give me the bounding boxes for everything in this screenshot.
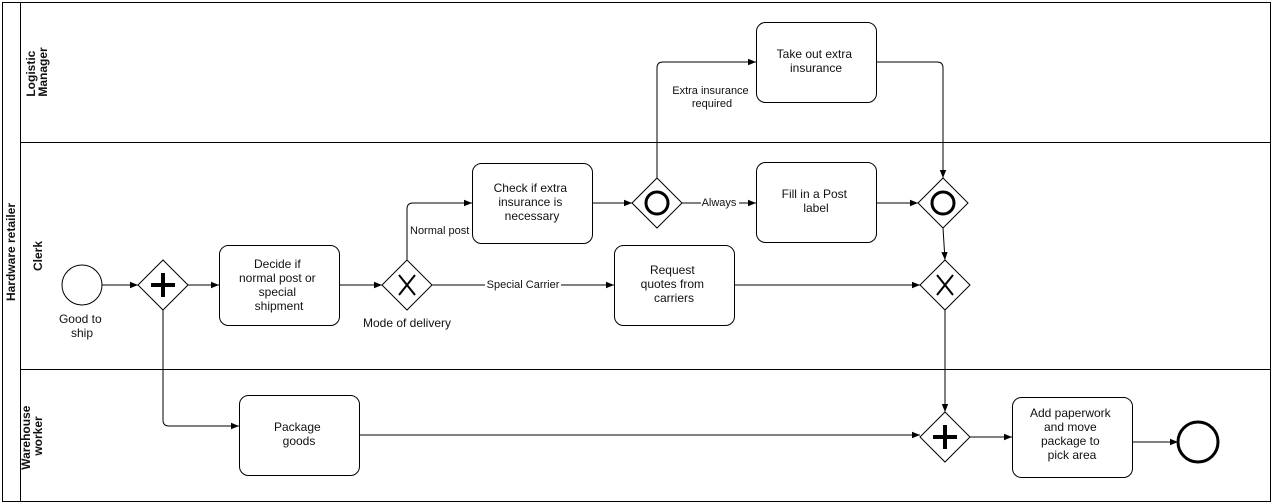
task-label-line: quotes from <box>641 277 704 291</box>
svg-text:Extra insurance required: Extra insurance required <box>672 85 752 110</box>
start-event-label-line: Good to <box>59 312 102 326</box>
task-label-line: Decide if <box>254 257 301 271</box>
circle-icon <box>644 190 670 216</box>
task-label-line: goods <box>283 434 316 448</box>
flow-label-text: Always <box>702 197 737 209</box>
task-label-line: Take out extra <box>777 47 853 61</box>
task-label-line: package to <box>1041 434 1100 448</box>
svg-text:Add paperwork and move: Add paperwork and move package to pick a… <box>1030 406 1114 462</box>
svg-text:Take out extra insurance: Take out extra insurance <box>777 47 856 75</box>
inclusive-gateway-merge[interactable] <box>917 177 969 229</box>
task-label-line: Request <box>650 263 695 277</box>
task-package-goods[interactable]: Package goods <box>239 395 360 476</box>
task-label-line: label <box>803 201 828 215</box>
task-take-out-insurance[interactable]: Take out extra insurance <box>756 22 877 103</box>
task-label-line: special <box>259 285 296 299</box>
svg-text:Clerk: Clerk <box>31 241 45 271</box>
flow-label-special-carrier: Special Carrier <box>485 278 561 291</box>
circle-icon <box>930 190 956 216</box>
svg-text:Package goods: Package goods <box>274 420 324 448</box>
exclusive-gateway-merge[interactable] <box>919 259 971 311</box>
task-label-line: Check if extra <box>494 181 568 195</box>
flow-inclusive-to-takeout <box>656 58 756 178</box>
task-label-line: Fill in a Post <box>782 187 848 201</box>
flow-label-always: Always <box>701 196 739 209</box>
lane-title-line: Warehouse <box>19 405 33 470</box>
flow-label-text: Normal post <box>410 225 469 237</box>
lane-title-line: worker <box>31 416 45 457</box>
pool-title: Hardware retailer <box>4 203 18 301</box>
flow-merge-to-xor <box>941 227 948 261</box>
exclusive-gateway-mode-of-delivery[interactable]: Mode of delivery <box>363 259 451 330</box>
flow-takeout-to-merge <box>876 61 947 178</box>
parallel-gateway-join[interactable] <box>919 411 971 463</box>
lane-title-line: Clerk <box>31 241 45 271</box>
flow-label-extra-insurance: Extra insurance required <box>672 85 752 110</box>
lane-title-line: Logistic <box>24 50 38 96</box>
inclusive-gateway-split[interactable] <box>631 177 683 229</box>
task-label-line: and move <box>1044 420 1097 434</box>
lane-title-line: Manager <box>36 47 50 97</box>
svg-text:Good to ship: Good to ship <box>59 312 105 340</box>
flow-label-normal-post: Normal post <box>410 225 469 237</box>
svg-text:Logistic Manager: Logistic Manager <box>24 47 50 97</box>
task-label-line: insurance is <box>498 195 562 209</box>
lane-logistic-manager: Logistic Manager <box>24 47 50 97</box>
task-request-quotes[interactable]: Request quotes from carriers <box>614 245 735 326</box>
parallel-gateway-fork[interactable] <box>137 259 189 311</box>
svg-text:Request quotes from: Request quotes from carriers <box>641 263 708 305</box>
gateway-label: Mode of delivery <box>363 316 451 330</box>
task-label-line: Add paperwork <box>1030 406 1112 420</box>
task-fill-post-label[interactable]: Fill in a Post label <box>756 162 877 243</box>
svg-text:Decide if normal post or: Decide if normal post or special shipmen… <box>239 257 319 313</box>
lane-warehouse-worker: Warehouse worker <box>19 402 45 470</box>
start-event-label-line: ship <box>71 326 93 340</box>
flow-mode-to-check <box>406 199 472 260</box>
sequence-flows <box>102 58 1178 446</box>
lane-clerk: Clerk <box>31 241 45 271</box>
task-label-line: shipment <box>255 299 304 313</box>
task-label-line: necessary <box>505 209 560 223</box>
task-label-line: insurance <box>790 61 842 75</box>
task-decide-shipment[interactable]: Decide if normal post or special shipmen… <box>219 245 340 326</box>
flow-label-line: Extra insurance <box>672 85 748 97</box>
task-label-line: pick area <box>1048 448 1097 462</box>
svg-text:Warehouse worker: Warehouse worker <box>19 402 45 470</box>
task-label-line: carriers <box>654 291 694 305</box>
task-add-paperwork[interactable]: Add paperwork and move package to pick a… <box>1012 397 1133 478</box>
flow-label-text: Special Carrier <box>487 279 560 291</box>
start-event[interactable]: Good to ship <box>59 264 105 340</box>
plus-icon <box>151 273 175 297</box>
flow-fork-to-package <box>162 310 239 430</box>
plus-icon <box>933 425 957 449</box>
x-icon <box>398 274 416 296</box>
flow-label-line: required <box>692 98 732 110</box>
end-event[interactable] <box>1176 420 1220 464</box>
svg-text:Fill in a Post label: Fill in a Post label <box>782 187 851 215</box>
task-label-line: Package <box>274 420 321 434</box>
svg-text:Check if extra insurance: Check if extra insurance is necessary <box>494 181 571 223</box>
x-icon <box>936 274 954 296</box>
task-label-line: normal post or <box>239 271 316 285</box>
task-check-insurance[interactable]: Check if extra insurance is necessary <box>472 163 593 244</box>
